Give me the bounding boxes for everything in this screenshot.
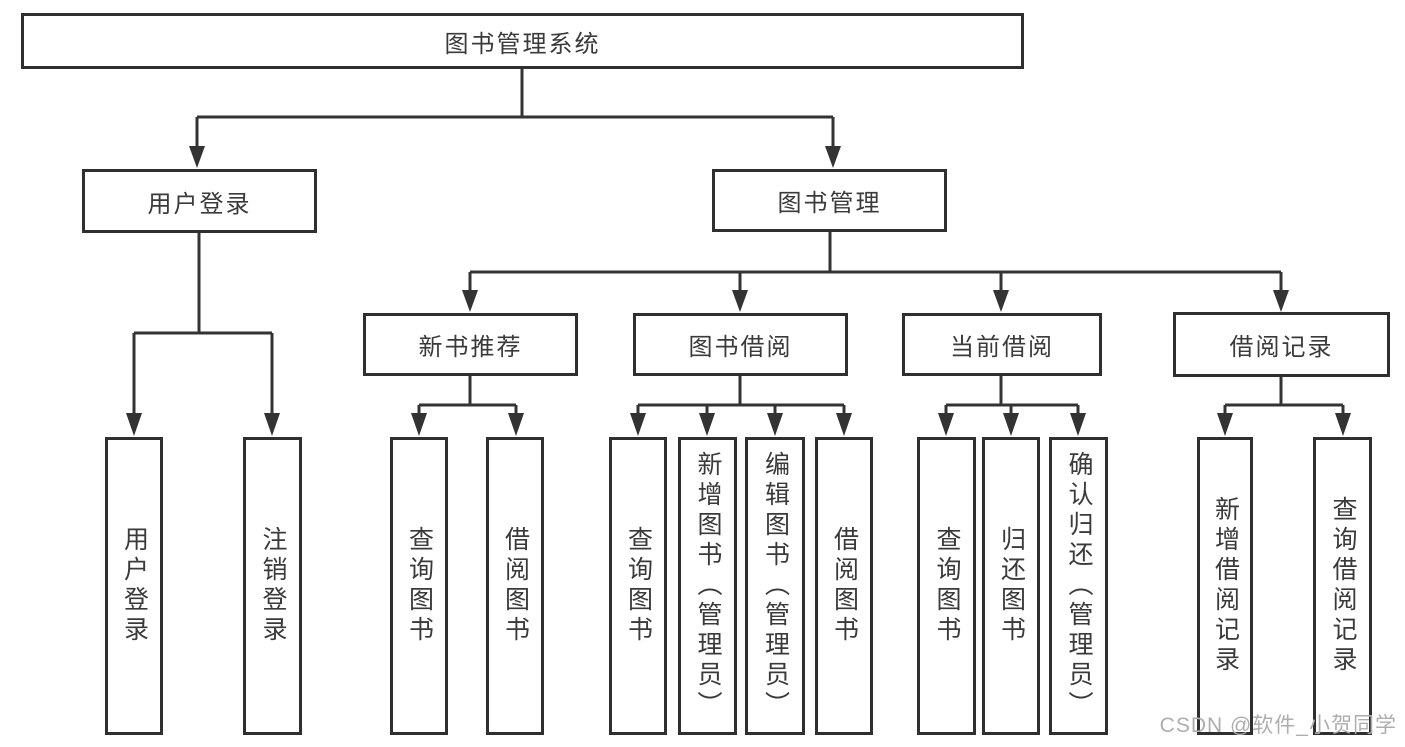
- node-book-borrow-label: 图书借阅: [688, 334, 793, 361]
- leaf-query-books-recommend-label: 查询图书: [405, 526, 434, 646]
- leaf-borrow-books-recommend: 借阅图书: [486, 437, 544, 735]
- node-book-borrow: 图书借阅: [633, 313, 848, 376]
- node-book-management: 图书管理: [712, 169, 947, 232]
- leaf-borrow-books: 借阅图书: [815, 437, 873, 735]
- leaf-return-books: 归还图书: [982, 437, 1040, 735]
- node-current-borrow-label: 当前借阅: [950, 334, 1054, 361]
- leaf-edit-book-admin-label: 编辑图书（管理员）: [761, 451, 790, 721]
- leaf-add-book-admin: 新增图书（管理员）: [678, 437, 737, 735]
- node-borrow-records: 借阅记录: [1173, 312, 1390, 377]
- leaf-query-books-current: 查询图书: [917, 437, 976, 735]
- leaf-confirm-return-admin: 确认归还（管理员）: [1049, 437, 1108, 735]
- leaf-add-borrow-record-label: 新增借阅记录: [1211, 496, 1240, 676]
- node-new-book-recommend: 新书推荐: [363, 313, 578, 376]
- node-user-login-label: 用户登录: [147, 190, 252, 218]
- leaf-query-borrow-record: 查询借阅记录: [1313, 437, 1372, 735]
- leaf-confirm-return-admin-label: 确认归还（管理员）: [1065, 451, 1093, 721]
- csdn-watermark: CSDN @软件_小贺同学: [1159, 714, 1397, 737]
- node-root: 图书管理系统: [21, 13, 1024, 69]
- leaf-user-login-label: 用户登录: [120, 526, 149, 646]
- leaf-logout: 注销登录: [243, 437, 302, 735]
- node-book-management-label: 图书管理: [777, 190, 882, 217]
- node-borrow-records-label: 借阅记录: [1229, 334, 1334, 361]
- node-root-label: 图书管理系统: [444, 30, 601, 58]
- leaf-return-books-label: 归还图书: [997, 526, 1026, 646]
- leaf-logout-label: 注销登录: [259, 526, 287, 646]
- node-user-login: 用户登录: [82, 169, 317, 233]
- leaf-query-books-borrow-label: 查询图书: [624, 526, 653, 646]
- leaf-add-book-admin-label: 新增图书（管理员）: [694, 451, 722, 721]
- leaf-query-books-current-label: 查询图书: [933, 526, 961, 646]
- leaf-borrow-books-label: 借阅图书: [830, 526, 859, 646]
- leaf-user-login: 用户登录: [105, 437, 163, 735]
- leaf-query-books-borrow: 查询图书: [609, 437, 667, 735]
- node-new-book-recommend-label: 新书推荐: [418, 334, 523, 361]
- leaf-query-books-recommend: 查询图书: [390, 437, 448, 735]
- leaf-query-borrow-record-label: 查询借阅记录: [1329, 496, 1357, 676]
- leaf-edit-book-admin: 编辑图书（管理员）: [745, 437, 805, 735]
- node-current-borrow: 当前借阅: [902, 313, 1102, 376]
- leaf-add-borrow-record: 新增借阅记录: [1197, 437, 1253, 735]
- leaf-borrow-books-recommend-label: 借阅图书: [501, 526, 530, 646]
